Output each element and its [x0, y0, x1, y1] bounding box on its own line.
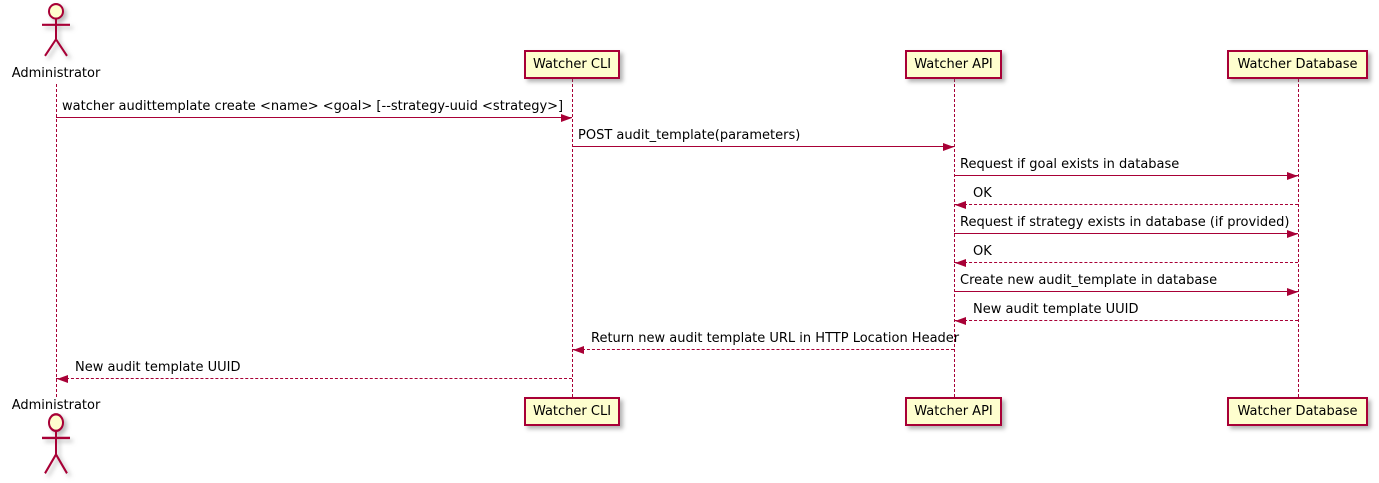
message-line [954, 262, 1298, 263]
message-label: New audit template UUID [75, 360, 241, 375]
actor-icon [42, 3, 70, 57]
arrow-head-icon [561, 114, 572, 122]
message-label: New audit template UUID [973, 302, 1139, 317]
arrow-head-icon [955, 259, 966, 267]
arrow-head-icon [57, 375, 68, 383]
message-line [954, 233, 1298, 234]
participant-watcher-api: Watcher API [905, 397, 1002, 426]
lifeline-watcher-api [954, 79, 955, 397]
participant-watcher-database: Watcher Database [1227, 397, 1368, 426]
arrow-head-icon [1287, 172, 1298, 180]
message-label: watcher audittemplate create <name> <goa… [62, 99, 564, 114]
message-line [572, 349, 954, 350]
participant-watcher-api: Watcher API [905, 50, 1002, 79]
message-line [954, 175, 1298, 176]
participant-watcher-database: Watcher Database [1227, 50, 1368, 79]
participant-watcher-cli: Watcher CLI [524, 50, 620, 79]
message-line [572, 146, 954, 147]
message-line [56, 378, 572, 379]
message-label: OK [973, 244, 992, 259]
message-label: Return new audit template URL in HTTP Lo… [591, 331, 960, 346]
message-label: Request if strategy exists in database (… [960, 215, 1290, 230]
actor-label: Administrator [11, 66, 101, 81]
arrow-head-icon [1287, 288, 1298, 296]
message-label: Request if goal exists in database [960, 157, 1180, 172]
actor-label: Administrator [11, 398, 101, 413]
arrow-head-icon [955, 317, 966, 325]
message-label: OK [973, 186, 992, 201]
arrow-head-icon [955, 201, 966, 209]
actor-icon [42, 413, 70, 474]
arrow-head-icon [1287, 230, 1298, 238]
lifeline-watcher-database [1298, 79, 1299, 397]
message-label: POST audit_template(parameters) [578, 128, 801, 143]
lifeline-administrator [56, 84, 57, 397]
lifeline-watcher-cli [572, 79, 573, 397]
message-line [56, 117, 572, 118]
arrow-head-icon [573, 346, 584, 354]
participant-watcher-cli: Watcher CLI [524, 397, 620, 426]
message-line [954, 291, 1298, 292]
message-label: Create new audit_template in database [960, 273, 1218, 288]
arrow-head-icon [943, 143, 954, 151]
message-line [954, 320, 1298, 321]
message-line [954, 204, 1298, 205]
